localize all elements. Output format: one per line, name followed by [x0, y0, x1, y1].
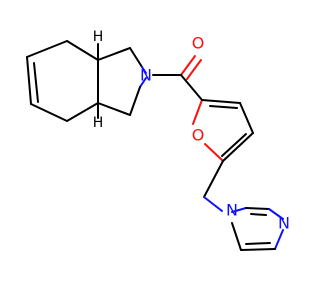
- bond-imidazole-3: [268, 208, 284, 220]
- molecule-structure: O N O N N H H: [26, 29, 290, 251]
- atom-nitrogen-imidazole-left: N: [226, 201, 238, 220]
- bond-furan-oxygen-right: [204, 143, 224, 162]
- bond-imidazole-double-1: [250, 213, 267, 216]
- bond-pyrrolidine-6: [97, 102, 131, 116]
- bond-furan-ring-2: [239, 102, 254, 134]
- bond-furan-attach: [180, 74, 203, 101]
- bond-imidazole-4: [274, 229, 284, 250]
- bond-pyrrolidine-1: [97, 47, 131, 61]
- bond-imidazole-5: [240, 248, 276, 251]
- bond-ring-4: [66, 102, 99, 122]
- atom-hydrogen-top: H: [93, 29, 104, 45]
- atom-hydrogen-bottom: H: [93, 115, 104, 131]
- bond-ring-1: [26, 40, 68, 58]
- bond-pyrrolidine-3: [141, 66, 147, 74]
- bond-methylene-2: [203, 196, 223, 212]
- bond-layer: [26, 40, 284, 251]
- bond-furan-ring-1: [201, 99, 241, 104]
- atom-nitrogen-isoindoline: N: [140, 66, 152, 85]
- bond-ring-double: [33, 62, 39, 103]
- bond-furan-ring-3: [222, 132, 254, 162]
- bond-ring-2: [66, 40, 99, 61]
- bond-furan-oxygen-left: [192, 99, 203, 125]
- bond-imidazole-2: [245, 207, 270, 210]
- atom-oxygen-furan: O: [192, 126, 205, 145]
- atom-oxygen-carbonyl: O: [192, 34, 205, 53]
- bond-furan-double-1: [209, 105, 238, 109]
- bond-imidazole-1: [231, 207, 247, 213]
- atom-label-layer: O N O N N H H: [93, 29, 290, 233]
- bond-imidazole-double-2: [245, 242, 271, 245]
- bond-pyrrolidine-2: [129, 47, 143, 68]
- bond-furan-double-2: [221, 133, 247, 157]
- bond-pyrrolidine-5: [129, 86, 141, 116]
- bond-imidazole-6: [231, 222, 242, 251]
- atom-nitrogen-imidazole-right: N: [278, 214, 290, 233]
- bond-ring-6: [26, 56, 32, 105]
- bond-pyrrolidine-4: [139, 77, 147, 88]
- bond-ring-5: [30, 103, 68, 122]
- bond-carbonyl-double-1: [180, 55, 196, 76]
- bond-carbonyl-double-2: [186, 59, 202, 80]
- bond-methylene-1: [203, 160, 224, 198]
